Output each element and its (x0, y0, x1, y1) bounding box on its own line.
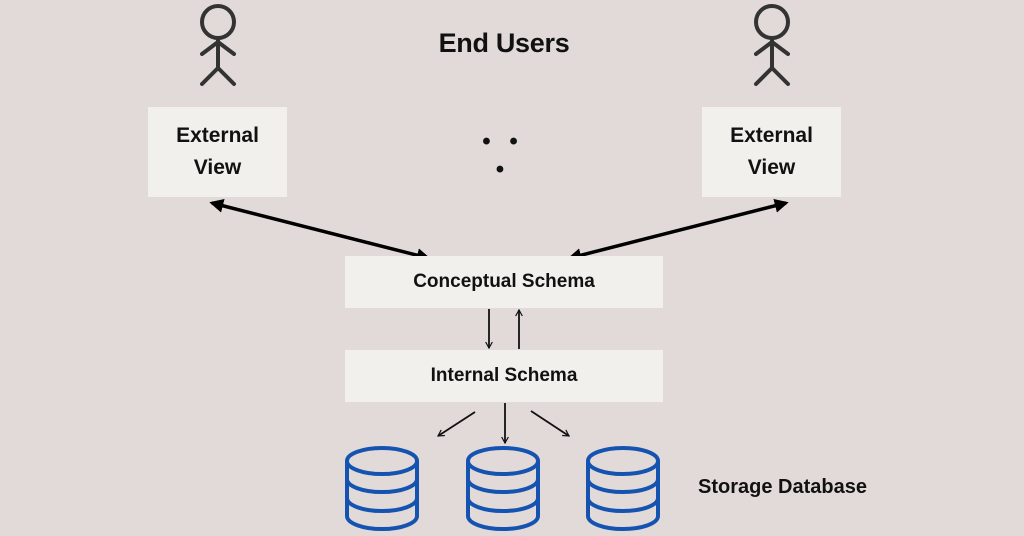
external-view-right-box[interactable]: External View (702, 107, 841, 197)
right-view-conceptual-arrow (567, 198, 789, 263)
user-right-stick-figure-icon (754, 4, 790, 86)
database-icon-center (466, 446, 540, 531)
internal-schema-box[interactable]: Internal Schema (345, 350, 663, 402)
external-view-left-box[interactable]: External View (148, 107, 287, 197)
internal-schema-label: Internal Schema (430, 365, 578, 386)
database-icon-right (586, 446, 660, 531)
storage-database-label: Storage Database (698, 476, 867, 498)
end-users-title: End Users (438, 28, 570, 58)
conceptual-schema-label: Conceptual Schema (413, 271, 595, 292)
external-view-right-line2: View (747, 156, 796, 179)
external-view-right-line1: External (730, 124, 813, 147)
external-view-left-line1: External (176, 124, 259, 147)
user-left-stick-figure-icon (200, 4, 236, 86)
conceptual-schema-box[interactable]: Conceptual Schema (345, 256, 663, 308)
ellipsis-more-views: • • • (482, 128, 524, 183)
left-view-conceptual-arrow (209, 198, 431, 263)
database-icon-left (345, 446, 419, 531)
external-view-left-line2: View (193, 156, 242, 179)
arrow-internal-to-db-right (530, 410, 571, 437)
arrow-internal-to-db-left (436, 411, 476, 437)
